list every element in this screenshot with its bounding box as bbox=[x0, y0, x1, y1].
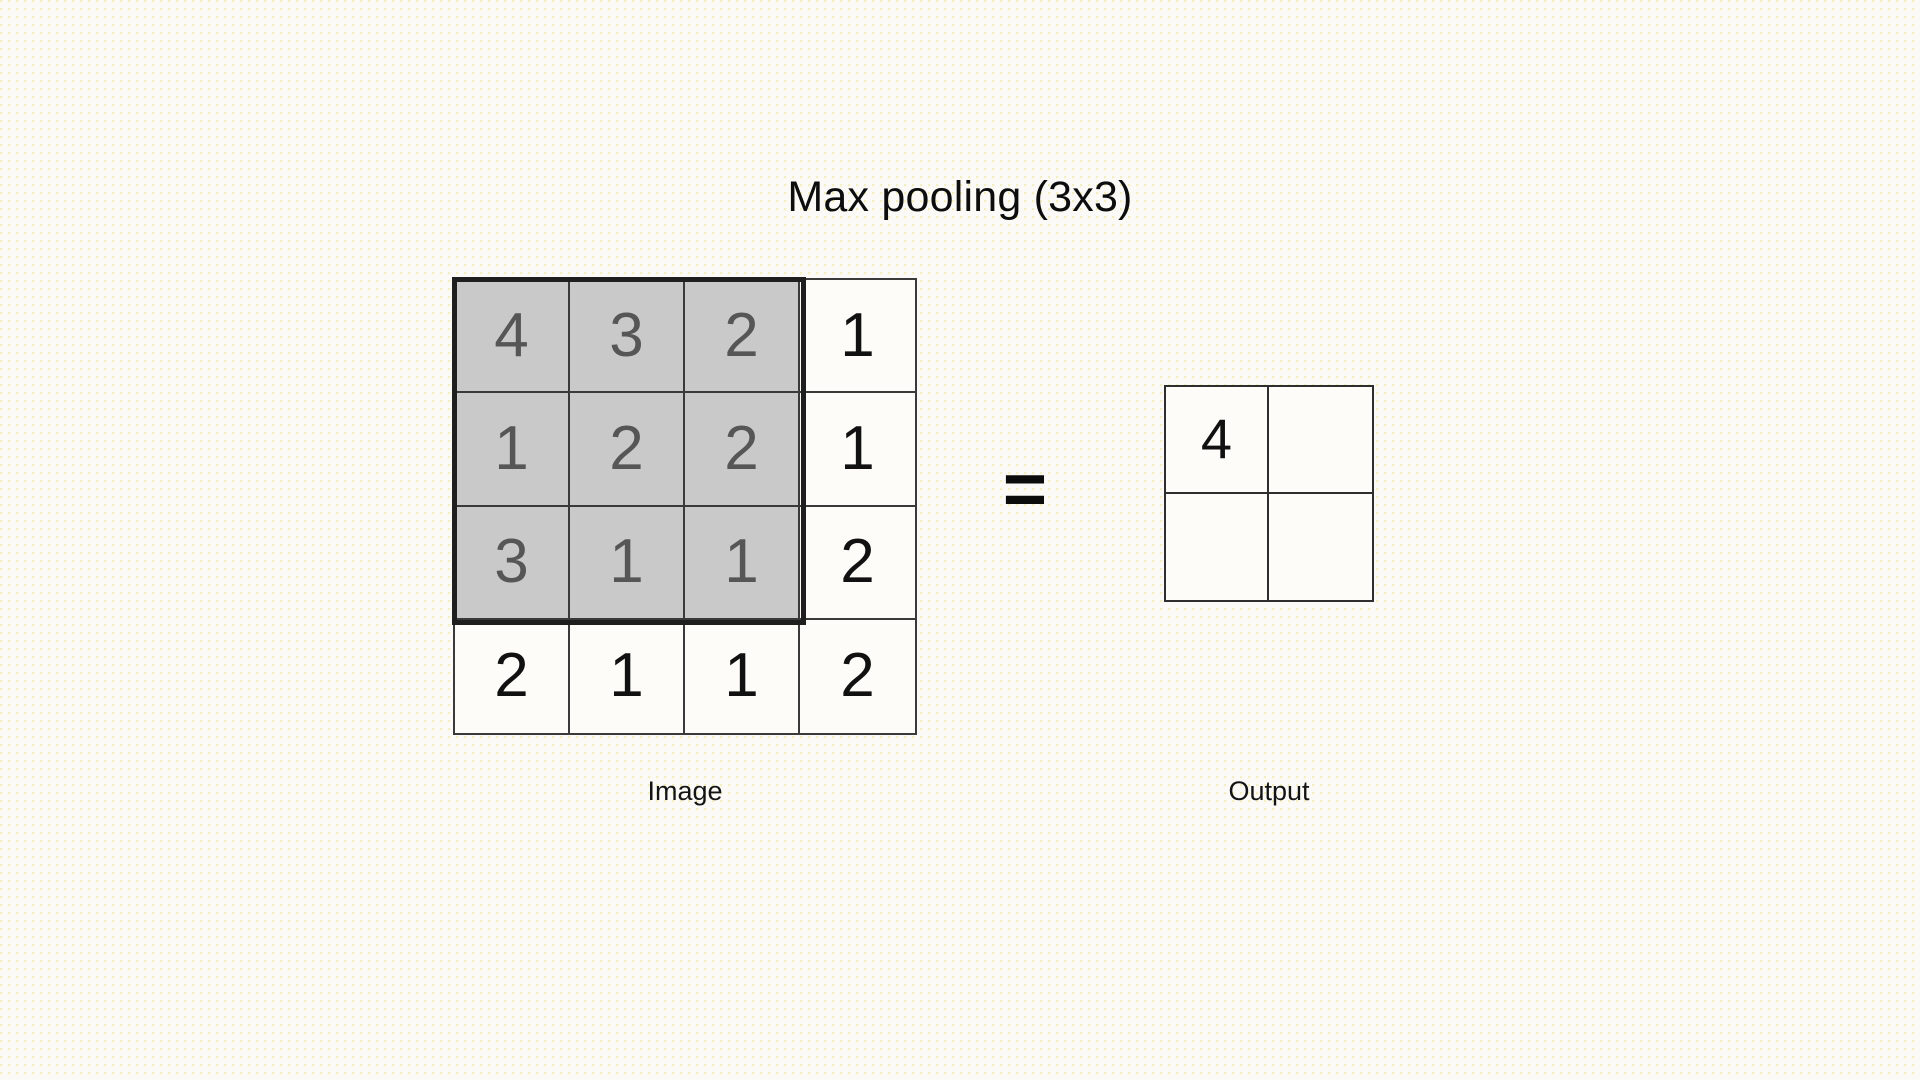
image-cell-r2c0[interactable]: 3 bbox=[455, 506, 570, 620]
output-caption: Output bbox=[1228, 776, 1310, 806]
image-caption: Image bbox=[647, 776, 723, 806]
output-cell-r1c1[interactable] bbox=[1269, 494, 1372, 601]
image-cell-r1c3[interactable]: 1 bbox=[800, 393, 915, 507]
image-cell-r1c2[interactable]: 2 bbox=[685, 393, 800, 507]
image-cell-r3c3[interactable]: 2 bbox=[840, 641, 875, 711]
image-cell-r0c3[interactable]: 1 bbox=[800, 280, 915, 394]
image-cell-r0c2[interactable]: 2 bbox=[685, 280, 800, 394]
image-cell-r1c0[interactable]: 1 bbox=[455, 393, 570, 507]
output-cell-r0c1[interactable] bbox=[1269, 387, 1372, 494]
output-matrix-block: 4 bbox=[1164, 385, 1374, 602]
image-matrix-grid: 4 3 2 1 1 2 2 1 3 1 1 2 2 1 1 2 bbox=[452, 277, 917, 735]
image-cell-r0c0[interactable]: 4 bbox=[455, 280, 570, 394]
image-cell-r3c0[interactable]: 2 bbox=[455, 619, 570, 733]
image-cell-r2c1[interactable]: 1 bbox=[570, 506, 685, 620]
image-cell-r3c2[interactable]: 1 bbox=[685, 619, 800, 733]
image-matrix-block: 4 3 2 1 1 2 2 1 3 1 1 2 2 1 1 2 bbox=[452, 277, 917, 735]
output-cell-r1c0[interactable] bbox=[1166, 493, 1269, 600]
image-cell-r2c3[interactable]: 2 bbox=[800, 507, 915, 620]
page-title: Max pooling (3x3) bbox=[787, 173, 1133, 221]
image-cell-r3c1[interactable]: 1 bbox=[570, 619, 685, 733]
output-cell-r0c0[interactable]: 4 bbox=[1166, 387, 1269, 494]
image-cell-r1c1[interactable]: 2 bbox=[570, 393, 685, 507]
output-matrix-grid: 4 bbox=[1164, 385, 1374, 602]
equals-sign: = bbox=[1002, 447, 1048, 532]
image-cell-r2c2[interactable]: 1 bbox=[685, 506, 800, 620]
image-cell-r0c1[interactable]: 3 bbox=[570, 280, 685, 394]
